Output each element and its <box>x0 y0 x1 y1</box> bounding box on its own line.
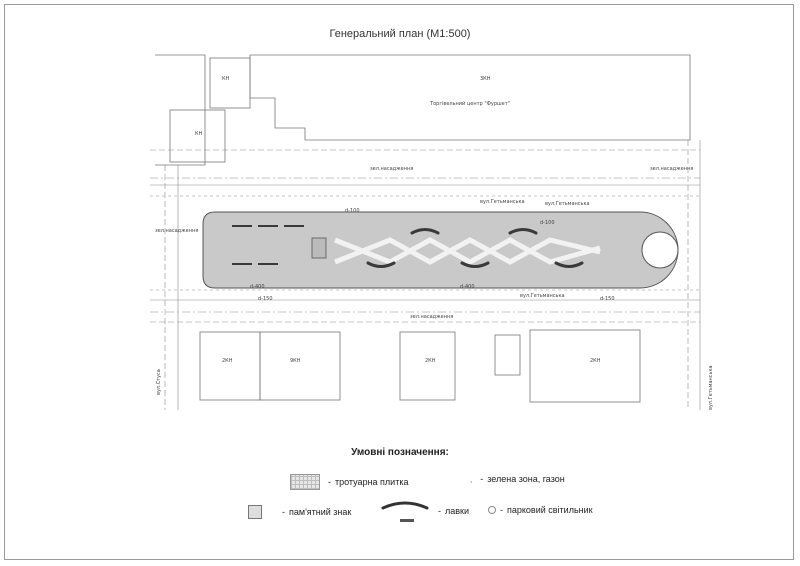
bld-2kn-left: 2КН <box>222 358 233 364</box>
bld-9kn: 9КН <box>290 358 301 364</box>
dia-3: d-150 <box>258 296 273 302</box>
legend-heading: Умовні позначення: <box>351 447 449 458</box>
legend-memorial: - пам'ятний знак <box>248 505 351 519</box>
dia-6: d-100 <box>540 220 555 226</box>
legend-green-zone-label: зелена зона, газон <box>487 474 565 484</box>
building-small <box>494 334 521 376</box>
benches <box>366 228 584 268</box>
bench-arc-icon <box>381 501 429 510</box>
bench-rows <box>232 225 304 265</box>
dia-5: d-150 <box>600 296 615 302</box>
green-zone-swatch: , <box>470 474 473 484</box>
street-left: вул.Стуса <box>156 369 162 395</box>
bld-2kn-right: 2КН <box>590 358 601 364</box>
inner-path-2 <box>334 237 601 265</box>
building-kn-left <box>169 109 226 163</box>
plan-labels: Торгівельний центр "Фуршет" 3КН КН КН 2К… <box>155 76 714 410</box>
bench-bar-icon <box>400 519 414 522</box>
building-left-edge <box>155 54 206 166</box>
shop-label: Торгівельний центр "Фуршет" <box>429 100 510 107</box>
gazon-right: зел.насадження <box>650 166 693 172</box>
street-lines <box>150 140 701 410</box>
buildings-top <box>155 54 691 166</box>
legend-benches-label: лавки <box>445 506 470 516</box>
street-label-2: вул.Гетьманська <box>520 293 565 299</box>
shop-code: 3КН <box>480 76 491 82</box>
bld-kn-top: КН <box>222 76 230 82</box>
bench-1 <box>410 228 440 235</box>
building-2kn-left-b <box>259 331 341 401</box>
gazon-bottom: зел.насадження <box>410 314 453 320</box>
street-label-3: вул.Гетьманська <box>545 201 590 207</box>
bench-2 <box>508 228 538 235</box>
buildings-bottom <box>199 329 641 403</box>
roundabout <box>641 231 679 269</box>
legend-paving-label: тротуарна плитка <box>335 477 409 487</box>
bld-kn-left: КН <box>195 131 203 137</box>
gazon-left: зел.насадження <box>155 228 198 234</box>
legend-paving: - тротуарна плитка <box>290 474 408 490</box>
legend-lamp-label: парковий світильник <box>507 505 593 515</box>
legend-green-zone: , - зелена зона, газон <box>470 474 565 484</box>
legend-memorial-label: пам'ятний знак <box>289 507 352 517</box>
plan-title: Генеральний план (М1:500) <box>329 28 471 40</box>
bench-5 <box>554 261 584 268</box>
bench-4 <box>460 261 490 268</box>
drawing-frame <box>4 4 794 560</box>
memorial-sign <box>311 237 327 259</box>
building-2kn-left <box>199 331 261 401</box>
legend-benches: - лавки <box>380 498 469 524</box>
dia-1: d-100 <box>345 208 360 214</box>
lamp-icon <box>488 506 496 514</box>
boulevard <box>202 211 679 289</box>
street-right: вул.Гетьманська <box>708 365 714 410</box>
dia-4: d-400 <box>460 284 475 290</box>
street-label-1: вул.Гетьманська <box>480 199 525 205</box>
paving-swatch <box>290 474 320 490</box>
building-shop-outline <box>249 54 691 141</box>
memorial-swatch <box>248 505 262 519</box>
bld-2kn-mid: 2КН <box>425 358 436 364</box>
dia-2: d-400 <box>250 284 265 290</box>
building-2kn-right <box>529 329 641 403</box>
building-2kn-mid <box>399 331 456 401</box>
building-kn-top <box>209 57 251 109</box>
legend-lamp: - парковий світильник <box>488 505 593 515</box>
bench-swatch <box>380 498 430 524</box>
paved-area <box>202 211 679 289</box>
inner-path <box>334 237 601 265</box>
bench-3 <box>366 261 396 268</box>
gazon-top: зел.насадження <box>370 166 413 172</box>
